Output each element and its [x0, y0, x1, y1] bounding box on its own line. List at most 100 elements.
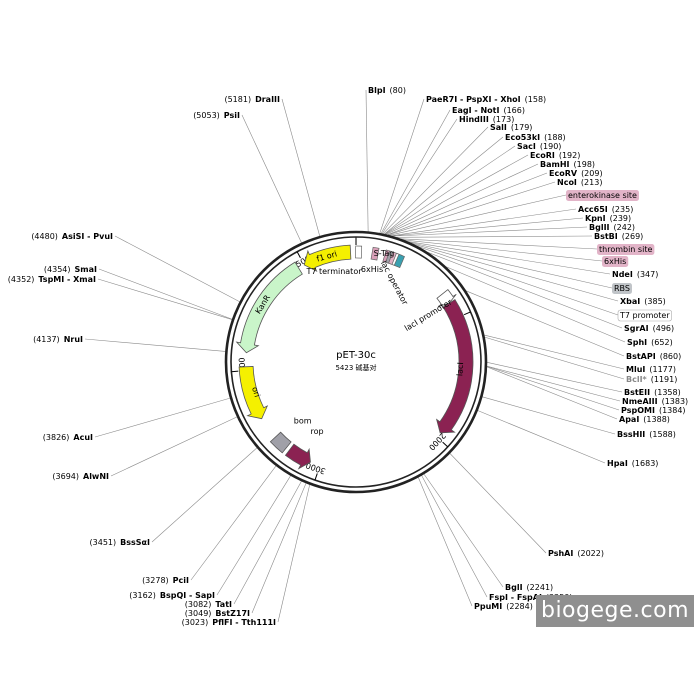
site-position: (1588) [649, 430, 676, 439]
site-name: EcoRI [530, 151, 555, 160]
site-leader [379, 98, 425, 234]
feature-label-ori: ori [250, 386, 262, 399]
site-label: PaeR7I - PspXI - XhoI(158) [426, 95, 546, 104]
site-position: (5181) [224, 95, 251, 104]
site-name: AsiSI - PvuI [62, 232, 113, 241]
site-name: SmaI [75, 265, 97, 274]
site-leader [380, 109, 451, 234]
site-name: TatI [215, 600, 232, 609]
site-position: (1683) [632, 459, 659, 468]
site-label: BglI(2241) [505, 583, 553, 592]
site-leader [484, 334, 625, 370]
site-position: (2284) [506, 602, 533, 611]
badge-leader [417, 245, 619, 316]
site-position: (5053) [193, 111, 220, 120]
site-label: EcoRV(209) [549, 169, 603, 178]
badge-background [602, 256, 629, 267]
site-label: HindIII(173) [459, 115, 514, 124]
small-feature-label-lac-operator: lac operator [379, 259, 410, 307]
site-label: (5053)PsiI [193, 111, 240, 120]
site-label: (4480)AsiSI - PvuI [31, 232, 113, 241]
site-label: (3162)BspQI - SapI [129, 591, 215, 600]
site-position: (385) [644, 297, 666, 306]
badge-background [597, 244, 655, 255]
site-leader [233, 480, 302, 605]
site-leader [384, 145, 516, 235]
site-label: (5181)DraIII [224, 95, 280, 104]
site-position: (3162) [129, 591, 156, 600]
plasmid-name: pET-30c [336, 350, 376, 361]
site-position: (158) [525, 95, 547, 104]
tick-mark [231, 370, 239, 373]
site-label: SalI(179) [490, 123, 532, 132]
site-leader [391, 208, 577, 237]
site-position: (80) [390, 86, 406, 95]
site-label: (3826)AcuI [43, 433, 93, 442]
site-name: Acc65I [578, 205, 608, 214]
site-name: BglII [589, 223, 610, 232]
site-leader [114, 235, 240, 302]
site-leader [482, 396, 616, 435]
site-position: (1383) [662, 397, 689, 406]
site-name: PpuMI [474, 602, 502, 611]
site-label: BlpI(80) [368, 86, 406, 95]
site-leader [484, 336, 625, 380]
badge-background [617, 309, 672, 322]
site-leader [281, 98, 321, 237]
site-name: PshAI [548, 549, 573, 558]
site-name: SgrAI [624, 324, 649, 333]
badge-background [566, 190, 639, 201]
site-label: Acc65I (235) [578, 205, 633, 214]
site-label: (3049)BstZ17I [185, 609, 250, 618]
site-name: BssHII [617, 430, 645, 439]
site-position: (1384) [659, 406, 686, 415]
site-position: (496) [653, 324, 675, 333]
badge-label: RBS [614, 284, 630, 293]
site-name: SalI [490, 123, 507, 132]
site-label: (4354)SmaI [44, 265, 97, 274]
site-position: (242) [614, 223, 636, 232]
feature-badge: 6xHis [602, 256, 629, 267]
site-name: MluI [626, 365, 645, 374]
site-label: XbaI(385) [620, 297, 666, 306]
site-label: NcoI(213) [557, 178, 602, 187]
badge-label: T7 promoter [619, 311, 670, 320]
site-leader [387, 172, 548, 236]
site-position: (860) [660, 352, 682, 361]
site-position: (1177) [649, 365, 676, 374]
small-feature-label-6xHis-a: 6xHis [361, 265, 383, 274]
site-position: (209) [581, 169, 603, 178]
badge-leader [409, 241, 613, 289]
site-name: BclI* [626, 375, 648, 384]
site-name: AcuI [73, 433, 93, 442]
site-label: (4137)NruI [33, 335, 83, 344]
site-name: BstAPI [626, 352, 656, 361]
site-position: (3278) [142, 576, 169, 585]
site-position: (347) [637, 270, 659, 279]
site-label: BssHII (1588) [617, 430, 676, 439]
site-name: HpaI [607, 459, 628, 468]
site-name: HindIII [459, 115, 489, 124]
feature-badge: T7 promoter [617, 309, 672, 322]
site-position: (235) [612, 205, 634, 214]
leader-lines [84, 89, 626, 623]
site-name: NcoI [557, 178, 577, 187]
site-position: (2022) [577, 549, 604, 558]
site-leader [84, 338, 226, 352]
site-name: EcoRV [549, 169, 578, 178]
site-position: (3082) [185, 600, 212, 609]
site-name: ApaI [619, 415, 639, 424]
site-name: BstBI [594, 232, 618, 241]
site-position: (1191) [651, 375, 678, 384]
small-feature-box [393, 253, 405, 269]
site-leader [486, 366, 620, 411]
site-name: PspOMI [621, 406, 655, 415]
site-name: SphI [627, 338, 647, 347]
site-leader [417, 477, 473, 607]
site-name: BssSαI [120, 538, 150, 547]
site-name: NdeI [612, 270, 633, 279]
site-leader [277, 484, 311, 623]
site-position: (239) [610, 214, 632, 223]
site-label: (3023)PflFI - Tth111I [182, 618, 276, 627]
